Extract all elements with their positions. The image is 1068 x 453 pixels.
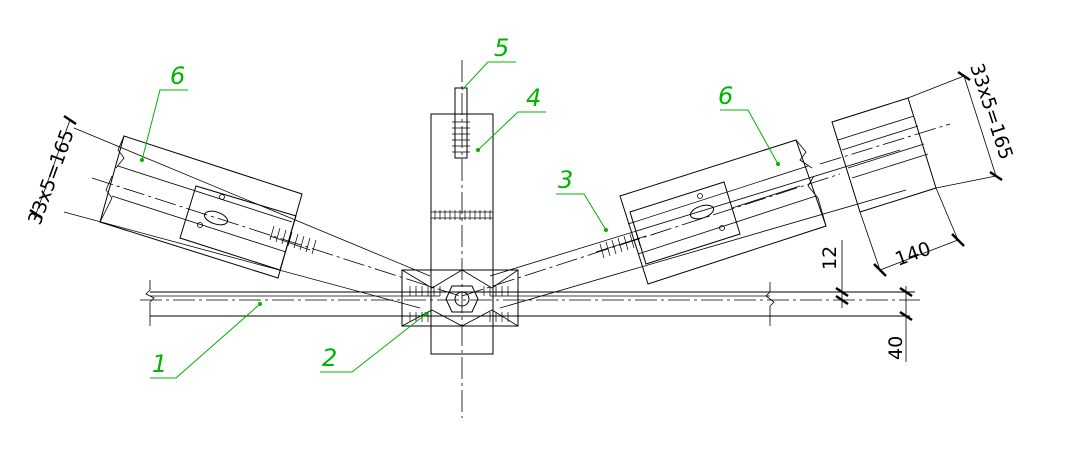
- callout-1: 1: [150, 302, 262, 379]
- part-label-5: 5: [494, 34, 509, 62]
- gusset-plate: [401, 269, 519, 327]
- callout-3: 3: [556, 166, 608, 232]
- part-label-6-right: 6: [718, 82, 733, 110]
- dimension-offsets: [835, 240, 913, 362]
- dim-plate-width: 140: [892, 238, 934, 271]
- dim-left-bolt-pitch: 33x5=165: [24, 126, 79, 227]
- dimension-left-bolt-pitch: [29, 114, 77, 220]
- part-label-1: 1: [152, 350, 167, 378]
- callout-6-left: 6: [140, 62, 188, 162]
- callout-2: 2: [320, 312, 428, 373]
- dim-right-bolt-pitch: 33x5=165: [965, 61, 1017, 163]
- dimension-plate-width: [859, 187, 965, 277]
- dimension-right-bolt-pitch: [907, 70, 1003, 189]
- right-diagonal-member: [461, 139, 907, 309]
- callout-5: 5: [461, 34, 516, 91]
- part-label-4: 4: [526, 84, 541, 112]
- left-diagonal-member: [63, 127, 461, 309]
- vertical-member: [430, 60, 494, 418]
- dim-offset-upper: 12: [819, 246, 841, 270]
- callout-6-right: 6: [718, 82, 780, 166]
- part-label-6-left: 6: [170, 62, 185, 90]
- bottom-chord: [140, 280, 920, 326]
- dim-offset-lower: 40: [885, 336, 907, 360]
- callout-4: 4: [476, 84, 546, 152]
- part-label-2: 2: [322, 344, 337, 372]
- part-label-3: 3: [558, 166, 573, 194]
